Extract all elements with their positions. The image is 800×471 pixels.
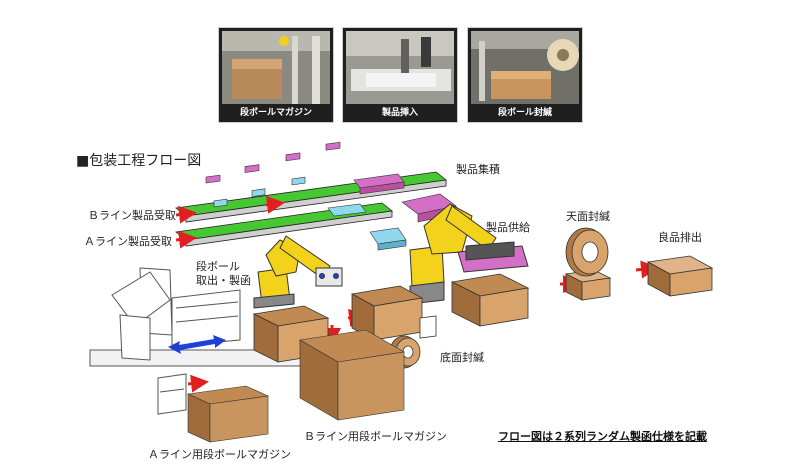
label-magazine-a: Ａライン用段ボールマガジン	[148, 448, 291, 461]
robot-product-supply	[409, 203, 529, 305]
label-product-stack: 製品集積	[456, 163, 500, 176]
photo-caption-magazine: 段ボールマガジン	[239, 108, 312, 118]
label-magazine-b: Ｂライン用段ボールマガジン	[304, 430, 447, 443]
photo-caption-sealing: 段ボール封緘	[497, 108, 552, 118]
label-line-a-receive: Ａライン製品受取	[84, 235, 172, 248]
open-box-supply	[450, 273, 530, 327]
product-cyan	[213, 176, 407, 251]
label-good-discharge: 良品排出	[658, 231, 702, 244]
label-line-b-receive: Ｂライン製品受取	[88, 209, 176, 222]
photo-magazine: 段ボールマガジン	[218, 27, 334, 123]
label-box-takeout-2: 取出・製函	[196, 274, 251, 287]
magazine-a-frame	[157, 373, 187, 415]
empty-box-center	[350, 285, 424, 341]
magazine-photo-icon	[222, 31, 330, 104]
photo-sealing: 段ボール封緘	[467, 27, 583, 123]
robot-box-takeout	[253, 235, 343, 309]
photo-caption-insertion: 製品挿入	[381, 108, 418, 118]
section-title: ■包装工程フロー図	[76, 153, 202, 169]
label-top-seal: 天面封緘	[566, 210, 610, 223]
label-product-supply: 製品供給	[486, 221, 530, 234]
magazine-a-stack	[186, 385, 270, 443]
label-box-takeout-1: 段ボール	[196, 260, 240, 273]
insertion-photo-icon	[346, 31, 454, 104]
tape-roll-top	[565, 227, 609, 277]
product-pink	[205, 141, 405, 195]
label-bottom-seal: 底面封緘	[440, 351, 484, 364]
box-good-discharge	[646, 255, 714, 297]
photo-insertion: 製品挿入	[342, 27, 458, 123]
magazine-b-stack	[299, 329, 405, 421]
flow-note: フロー図は２系列ランダム製函仕様を記載	[498, 430, 707, 443]
sealing-photo-icon	[471, 31, 579, 104]
blue-double-arrow	[168, 335, 226, 354]
